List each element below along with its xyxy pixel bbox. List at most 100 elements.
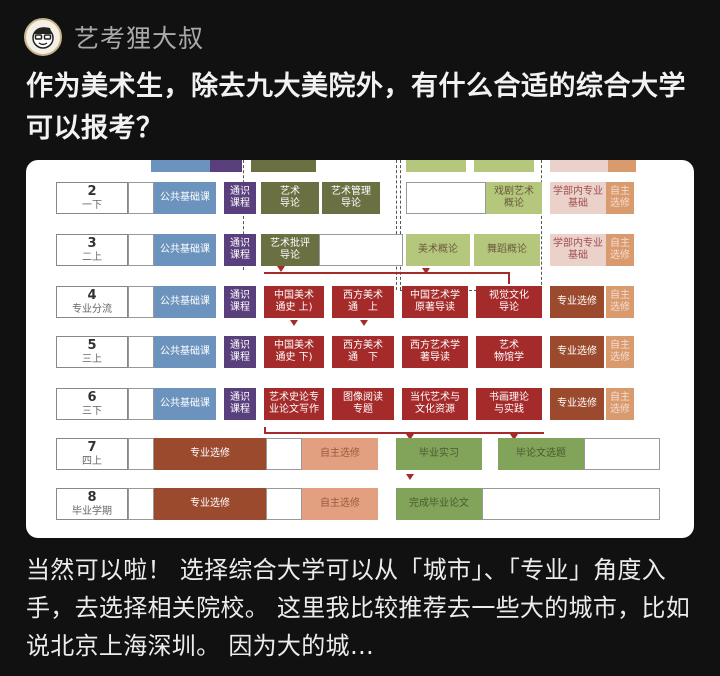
- empty-cell: [128, 336, 154, 368]
- empty-cell: [128, 182, 154, 214]
- dept-course: 学部内专业 基础: [550, 182, 606, 214]
- public-course: 公共基础课: [154, 336, 216, 368]
- course-block: 戏剧艺术 概论: [486, 182, 542, 214]
- general-course: 通识 课程: [224, 234, 256, 266]
- major-elective: 专业选修: [550, 286, 604, 318]
- arrow-down-icon: [406, 434, 414, 440]
- course-block: 艺术 物馆学: [476, 336, 542, 368]
- course-block: 西方艺术学 著导读: [402, 336, 468, 368]
- connector-line: [264, 427, 266, 433]
- course-block: 当代艺术与 文化资源: [402, 388, 468, 420]
- clipped-block: [210, 160, 242, 172]
- empty-cell: [406, 182, 486, 214]
- elective-course: 自主选修: [302, 438, 378, 470]
- empty-cell: [128, 438, 154, 470]
- course-block: 视觉文化 导论: [476, 286, 542, 318]
- course-block: 舞蹈概论: [474, 234, 540, 266]
- course-block: 中国艺术学 原著导读: [402, 286, 468, 318]
- elective-course: 自主 选修: [606, 388, 634, 420]
- avatar[interactable]: [24, 18, 62, 56]
- major-elective: 专业选修: [154, 488, 266, 520]
- major-elective: 专业选修: [550, 336, 604, 368]
- general-course: 通识 课程: [224, 336, 256, 368]
- public-course: 公共基础课: [154, 286, 216, 318]
- public-course: 公共基础课: [154, 182, 216, 214]
- elective-course: 自主 选修: [606, 234, 634, 266]
- public-course: 公共基础课: [154, 234, 216, 266]
- empty-cell: [266, 438, 302, 470]
- empty-cell: [128, 388, 154, 420]
- elective-course: 自主 选修: [606, 286, 634, 318]
- dashed-divider: [243, 160, 244, 270]
- course-block: 艺术批评 导论: [261, 234, 319, 266]
- cartoon-face-icon: [32, 27, 54, 49]
- course-block: 西方美术 通 上: [332, 286, 394, 318]
- clipped-block: [550, 160, 608, 172]
- elective-course: 自主 选修: [606, 182, 634, 214]
- elective-course: 自主 选修: [606, 336, 634, 368]
- major-elective: 专业选修: [550, 388, 604, 420]
- empty-cell: [584, 438, 660, 470]
- clipped-block: [151, 160, 211, 172]
- empty-cell: [482, 488, 660, 520]
- general-course: 通识 课程: [224, 182, 256, 214]
- empty-cell: [128, 234, 154, 266]
- connector-line: [508, 272, 510, 284]
- dashed-divider: [400, 160, 401, 290]
- clipped-block: [608, 160, 636, 172]
- course-block: 艺术 导论: [261, 182, 319, 214]
- major-elective: 专业选修: [154, 438, 266, 470]
- answer-excerpt[interactable]: 当然可以啦！ 选择综合大学可以从「城市」、「专业」角度入手，去选择相关院校。 这…: [26, 556, 691, 660]
- empty-cell: [319, 234, 403, 266]
- course-block: 书画理论 与实践: [476, 388, 542, 420]
- course-block: 艺术史论专 业论文写作: [264, 388, 324, 420]
- arrow-down-icon: [510, 434, 518, 440]
- course-block: 中国美术 通史 下): [264, 336, 324, 368]
- course-block: 艺术管理 导论: [322, 182, 380, 214]
- connector-line: [264, 272, 509, 274]
- dashed-divider: [541, 160, 542, 290]
- arrow-down-icon: [277, 266, 285, 272]
- general-course: 通识 课程: [224, 286, 256, 318]
- clipped-block: [251, 160, 316, 172]
- clipped-block: [474, 160, 534, 172]
- empty-cell: [128, 488, 154, 520]
- arrow-down-icon: [290, 320, 298, 326]
- clipped-block: [406, 160, 466, 172]
- connector-line: [264, 432, 544, 434]
- author-name[interactable]: 艺考狸大叔: [74, 24, 205, 53]
- course-block: 完成毕业论文: [396, 488, 482, 520]
- elective-course: 自主选修: [302, 488, 378, 520]
- arrow-down-icon: [422, 268, 430, 274]
- dashed-divider: [396, 160, 397, 290]
- empty-cell: [128, 286, 154, 318]
- general-course: 通识 课程: [224, 388, 256, 420]
- course-block: 西方美术 通 下: [332, 336, 394, 368]
- arrow-down-icon: [406, 474, 414, 480]
- dept-course: 学部内专业 基础: [550, 234, 606, 266]
- arrow-down-icon: [360, 320, 368, 326]
- course-block: 毕业实习: [396, 438, 482, 470]
- course-block: 中国美术 通史 上): [264, 286, 324, 318]
- question-title[interactable]: 作为美术生，除去九大美院外，有什么合适的综合大学可以报考？: [26, 71, 686, 144]
- dashed-divider: [400, 290, 541, 291]
- empty-cell: [266, 488, 302, 520]
- course-block: 毕论文选题: [498, 438, 584, 470]
- author-header[interactable]: 艺考狸大叔: [24, 17, 204, 57]
- course-block: 图像阅读 专题: [332, 388, 394, 420]
